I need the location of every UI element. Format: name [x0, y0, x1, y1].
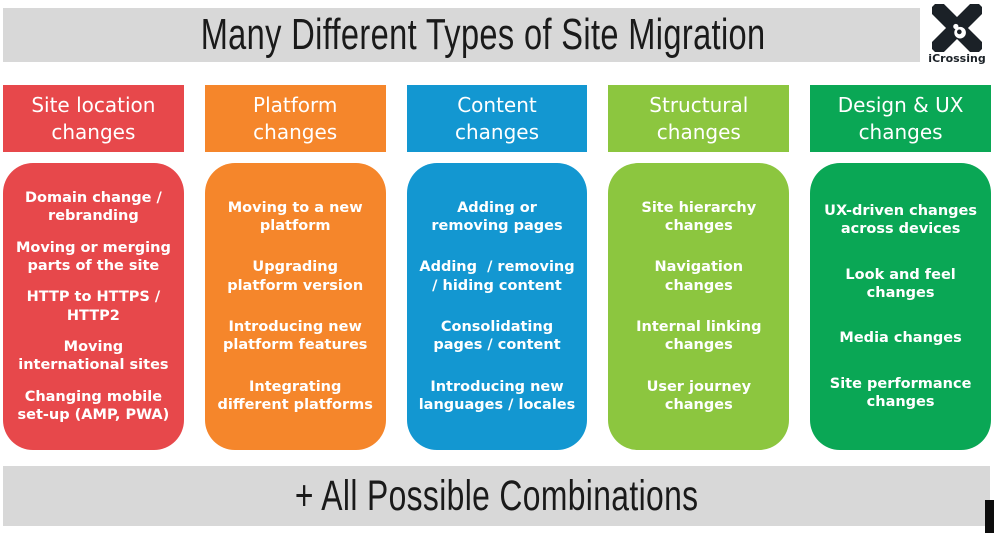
column-item: Moving international sites	[18, 339, 169, 374]
column-item: Moving to a new platform	[227, 199, 363, 234]
column-header: Design & UX changes	[810, 85, 991, 152]
column-header: Platform changes	[204, 85, 386, 152]
column-item: Changing mobile set-up (AMP, PWA)	[17, 389, 170, 424]
column-item: Moving or merging parts of the site	[15, 239, 171, 274]
column-item: Media changes	[839, 330, 962, 347]
column-item: UX-driven changes across devices	[824, 203, 977, 238]
column-item: Consolidating pages / content	[433, 319, 561, 354]
column-item: Introducing new platform features	[222, 319, 368, 354]
icrossing-x-icon	[932, 4, 982, 52]
column-item: User journey changes	[646, 379, 752, 414]
column-item: Adding or removing pages	[431, 199, 563, 234]
column-header: Site location changes	[3, 85, 184, 152]
column-item: Upgrading platform version	[227, 259, 364, 294]
column-item: Site hierarchy changes	[641, 199, 757, 234]
footer-text: + All Possible Combinations	[294, 471, 699, 520]
footer-bar: + All Possible Combinations	[3, 466, 990, 526]
slide-edge-mark	[985, 500, 994, 533]
column-header: Structural changes	[608, 85, 790, 152]
column-item: Look and feel changes	[845, 266, 956, 301]
slide-title: Many Different Types of Site Migration	[200, 10, 766, 59]
icrossing-logo: iCrossing	[924, 4, 990, 74]
column-item: Site performance changes	[829, 375, 972, 410]
column-header: Content changes	[406, 85, 588, 152]
column-item: Navigation changes	[654, 259, 744, 294]
column-item: Integrating different platforms	[217, 379, 373, 414]
column-item: Adding / removing / hiding content	[419, 259, 575, 294]
column-item: Domain change / rebranding	[24, 189, 162, 224]
column-item: Internal linking changes	[636, 319, 762, 354]
column-item: Introducing new languages / locales	[418, 379, 576, 414]
column-item: HTTP to HTTPS / HTTP2	[26, 289, 161, 324]
icrossing-logo-label: iCrossing	[928, 52, 986, 65]
title-bar: Many Different Types of Site Migration	[3, 8, 920, 62]
